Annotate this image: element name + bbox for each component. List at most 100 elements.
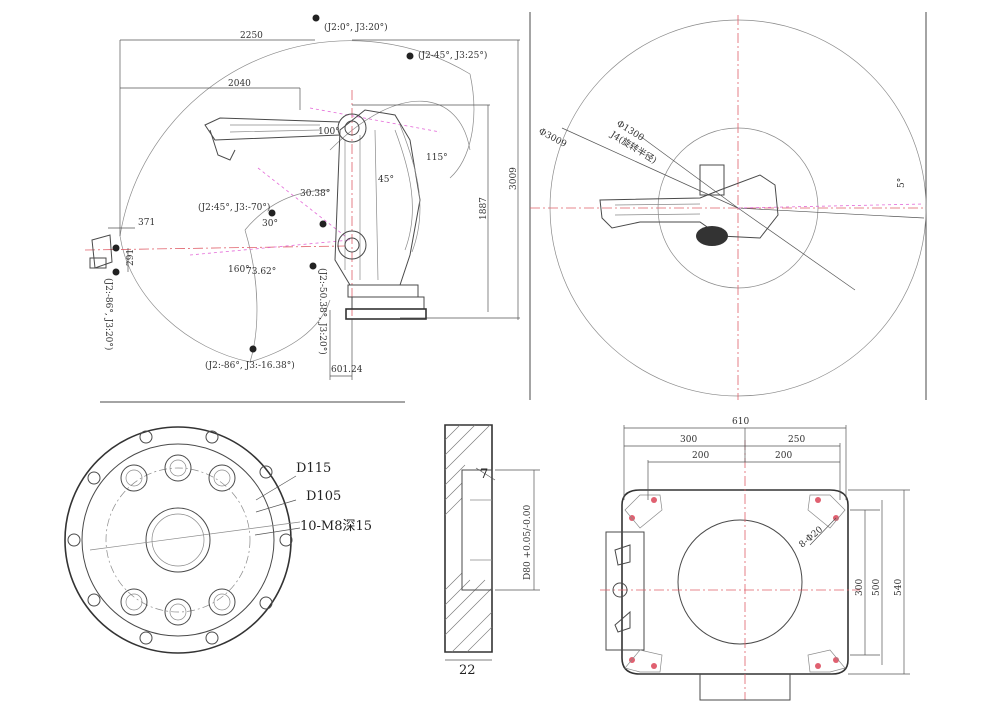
flange-label-d115: D115 — [296, 461, 331, 476]
robot-counterbalance — [394, 124, 421, 253]
point-label-3: (J2:45°, J3:-70°) — [198, 202, 270, 213]
base-plate-hole — [815, 663, 821, 669]
work-envelope-inner-arc — [329, 100, 471, 151]
flange-center-bore — [145, 507, 211, 573]
flange-label-d105: D105 — [306, 489, 341, 504]
work-envelope-lower-arc — [119, 235, 251, 363]
dim-label-outer-diameter: Φ3009 — [537, 127, 569, 150]
leader-d115 — [255, 475, 297, 501]
base-plate-holes — [629, 497, 839, 669]
flange-center-bore-inner — [151, 513, 205, 567]
radius-line-inner — [639, 135, 739, 209]
flange-second-circle — [81, 443, 275, 637]
base-plate-pad-tr — [807, 494, 846, 529]
horizontal-centerline — [84, 245, 346, 251]
top-view: Φ3009 Φ1300 J4(旋转半径) 5° — [530, 15, 927, 400]
base-label-500-v: 500 — [872, 579, 882, 596]
dim-label-2040: 2040 — [228, 79, 251, 89]
flange-outer-holes — [67, 430, 293, 645]
flange-hole — [279, 533, 293, 547]
top-view-arm — [614, 203, 701, 216]
leader-holes-base — [809, 517, 837, 546]
flange-inner-holes — [120, 454, 236, 626]
flange-inner-hole — [120, 588, 148, 616]
flange-outer-circle — [64, 426, 292, 654]
angle-label-73: 73.62° — [246, 267, 276, 277]
dim-label-371: 371 — [138, 218, 155, 228]
robot-upper-arm-detail — [229, 124, 321, 133]
flange-hole — [87, 593, 101, 607]
robot-tower-inner — [344, 129, 379, 281]
flange-inner-hole — [120, 464, 148, 492]
base-plate-bottom-tab — [699, 674, 791, 701]
flange-front-view: D115 D105 10-M8深15 — [64, 426, 372, 654]
flange-inner-hole-core — [169, 459, 187, 477]
side-view: 2250 2040 371 291 601.24 1887 3009 100° … — [84, 14, 520, 403]
ref-point-7 — [309, 262, 317, 270]
base-plate-hole — [651, 497, 657, 503]
flange-hole — [139, 631, 153, 645]
ref-point-3 — [268, 209, 276, 217]
base-plate-wedge-bottom — [614, 610, 631, 633]
base-label-610: 610 — [732, 417, 749, 427]
angle-label-115: 115° — [426, 153, 448, 163]
base-label-200-left: 200 — [692, 451, 709, 461]
leader-holes — [254, 527, 301, 536]
flange-inner-hole-core — [213, 469, 231, 487]
point-label-5: (J2:-50.38°, J3:20°) — [317, 268, 328, 355]
flange-hole — [205, 631, 219, 645]
ref-point-4 — [319, 220, 327, 228]
ref-point-2 — [406, 52, 414, 60]
joint-upper — [337, 113, 367, 143]
joint-lower-inner — [344, 237, 360, 253]
flange-hole — [87, 471, 101, 485]
motion-line-2 — [257, 167, 351, 241]
flange-side-view: 7 D80 +0.05/-0.00 22 — [444, 424, 540, 678]
work-envelope-right — [449, 73, 475, 179]
flange-section-hatch — [444, 424, 493, 653]
angle-line-5 — [737, 207, 925, 219]
flange-pitch-circle — [105, 467, 251, 613]
top-view-robot-body — [599, 174, 779, 239]
ref-point-1 — [312, 14, 320, 22]
flange-label-holes: 10-M8深15 — [300, 519, 372, 534]
base-plate-pad-br — [807, 649, 846, 673]
robot-tower — [334, 109, 421, 286]
base-plate-pad-tl — [624, 494, 663, 529]
radius-line-lower — [737, 207, 856, 291]
angle-label-30: 30° — [262, 219, 278, 229]
base-label-300-v: 300 — [855, 579, 865, 596]
flange-inner-hole-core — [125, 593, 143, 611]
base-plate-hole — [815, 497, 821, 503]
base-plate-outline — [621, 489, 849, 675]
flange-side-label-bore: D80 +0.05/-0.00 — [523, 505, 533, 580]
robot-upper-arm — [204, 117, 341, 141]
angle-label-45: 45° — [378, 175, 394, 185]
base-plate-center-circle — [677, 519, 803, 645]
base-plate-hole — [651, 663, 657, 669]
base-label-200-right: 200 — [775, 451, 792, 461]
flange-inner-hole-core — [125, 469, 143, 487]
work-envelope-outer-arc — [119, 40, 471, 237]
dim-label-3009: 3009 — [509, 167, 519, 190]
base-label-300: 300 — [680, 435, 697, 445]
base-label-250: 250 — [788, 435, 805, 445]
angle-label-5: 5° — [897, 178, 907, 188]
leader-d105 — [255, 499, 297, 513]
flange-hole — [259, 465, 273, 479]
flange-hole — [205, 430, 219, 444]
ref-point-5 — [112, 244, 120, 252]
robot-wrist — [209, 129, 236, 161]
flange-diameter-line — [89, 521, 301, 551]
point-label-6: (J2:-86°, J3:20°) — [103, 278, 114, 350]
flange-hole — [259, 596, 273, 610]
flange-hole — [139, 430, 153, 444]
flange-inner-hole — [164, 598, 192, 626]
angle-label-160: 160° — [228, 265, 250, 275]
joint-lower — [337, 230, 367, 260]
motion-line-3 — [309, 107, 441, 133]
angle-label-100: 100° — [318, 127, 340, 137]
work-envelope-inner-lower — [244, 229, 258, 363]
